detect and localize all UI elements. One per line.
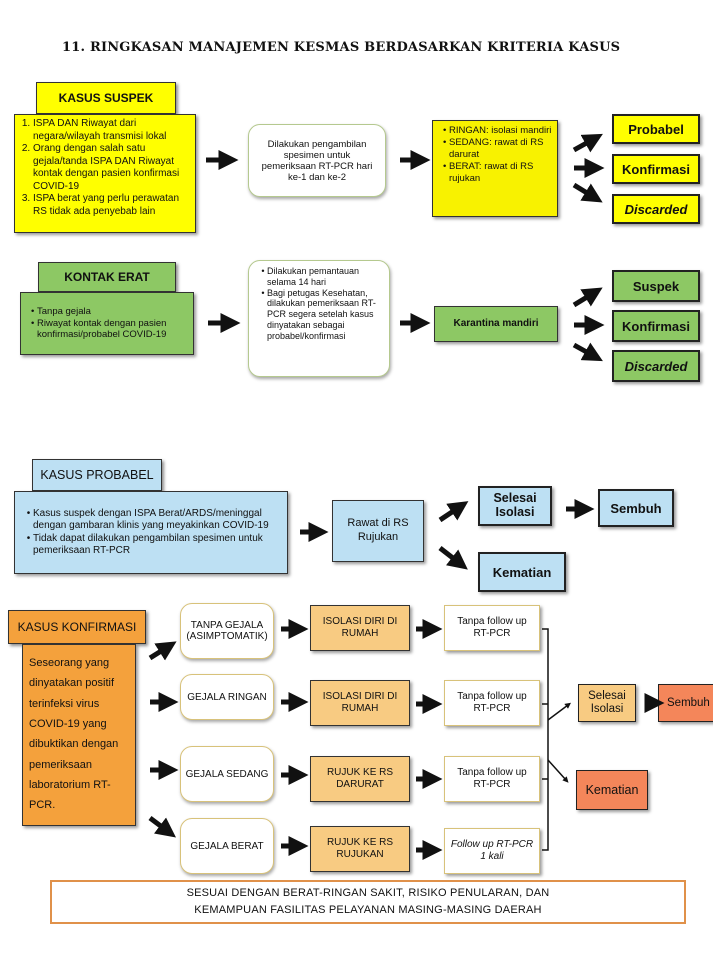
arrow-icon [547,702,571,721]
symptom-box: GEJALA SEDANG [180,746,274,802]
arrow-icon [572,133,603,153]
followup-box: Tanpa follow up RT-PCR [444,680,540,726]
symptom-box: TANPA GEJALA (ASIMPTOMATIK) [180,603,274,659]
suspek-process-text: Dilakukan pengambilan spesimen untuk pem… [261,138,373,183]
followup-box: Follow up RT-PCR 1 kali [444,828,540,874]
arrow-icon [438,546,468,570]
action-box: ISOLASI DIRI DI RUMAH [310,680,410,726]
outcome-sembuh: Sembuh [598,489,674,527]
action-box: RUJUK KE RS DARURAT [310,756,410,802]
symptom-box: GEJALA BERAT [180,818,274,874]
bracket-connector [542,628,549,851]
outcome-konfirmasi: Konfirmasi [612,310,700,342]
outcome-suspek: Suspek [612,270,700,302]
footer-note: SESUAI DENGAN BERAT-RINGAN SAKIT, RISIKO… [50,880,686,924]
action-box: RUJUK KE RS RUJUKAN [310,826,410,872]
followup-box: Tanpa follow up RT-PCR [444,605,540,651]
outcome-selesai-isolasi: Selesai Isolasi [578,684,636,722]
konfirmasi-description: Seseorang yang dinyatakan positif terinf… [29,657,119,812]
outcome-discarded: Discarded [612,350,700,382]
suspek-care-box: RINGAN: isolasi mandiri SEDANG: rawat di… [432,120,558,217]
suspek-process-box: Dilakukan pengambilan spesimen untuk pem… [248,124,386,197]
outcome-selesai-isolasi: Selesai Isolasi [478,486,552,526]
kontak-process-item: Dilakukan pemantauan selama 14 hari [267,266,383,288]
outcome-kematian: Kematian [478,552,566,592]
kontak-action-box: Karantina mandiri [434,306,558,342]
probabel-criterion: Kasus suspek dengan ISPA Berat/ARDS/meni… [33,508,281,533]
followup-box: Tanpa follow up RT-PCR [444,756,540,802]
suspek-care-item: BERAT: rawat di RS rujukan [449,161,553,185]
suspek-care-item: SEDANG: rawat di RS darurat [449,137,553,161]
outcome-probabel: Probabel [612,114,700,144]
suspek-criteria-box: ISPA DAN Riwayat dari negara/wilayah tra… [14,114,196,233]
suspek-care-item: RINGAN: isolasi mandiri [449,125,553,137]
page-title: 11. RINGKASAN MANAJEMEN KESMAS BERDASARK… [62,40,621,55]
konfirmasi-description-box: Seseorang yang dinyatakan positif terinf… [22,644,136,826]
kontak-header: KONTAK ERAT [38,262,176,292]
probabel-header: KASUS PROBABEL [32,459,162,491]
outcome-kematian: Kematian [576,770,648,810]
kontak-criterion: Tanpa gejala [37,306,189,318]
arrow-icon [547,759,569,783]
outcome-konfirmasi: Konfirmasi [612,154,700,184]
kontak-criteria-box: Tanpa gejala Riwayat kontak dengan pasie… [20,292,194,355]
kontak-process-box: Dilakukan pemantauan selama 14 hari Bagi… [248,260,390,377]
suspek-criterion: ISPA DAN Riwayat dari negara/wilayah tra… [33,118,191,143]
arrow-icon [572,287,603,308]
arrow-icon [438,501,469,523]
outcome-discarded: Discarded [612,194,700,224]
arrow-icon [148,816,176,838]
kontak-criterion: Riwayat kontak dengan pasien konfirmasi/… [37,318,189,342]
suspek-header: KASUS SUSPEK [36,82,176,114]
symptom-box: GEJALA RINGAN [180,674,274,720]
outcome-sembuh: Sembuh [658,684,713,722]
arrow-icon [572,342,603,362]
suspek-criterion: ISPA berat yang perlu perawatan RS tidak… [33,193,191,218]
probabel-action-box: Rawat di RS Rujukan [332,500,424,562]
arrow-icon [572,182,603,203]
suspek-criterion: Orang dengan salah satu gejala/tanda ISP… [33,143,191,193]
action-box: ISOLASI DIRI DI RUMAH [310,605,410,651]
probabel-criterion: Tidak dapat dilakukan pengambilan spesim… [33,533,281,558]
probabel-criteria-box: Kasus suspek dengan ISPA Berat/ARDS/meni… [14,491,288,574]
konfirmasi-header: KASUS KONFIRMASI [8,610,146,644]
kontak-process-item: Bagi petugas Kesehatan, dilakukan pemeri… [267,288,383,342]
arrow-icon [148,641,177,661]
footer-text: SESUAI DENGAN BERAT-RINGAN SAKIT, RISIKO… [186,886,550,916]
